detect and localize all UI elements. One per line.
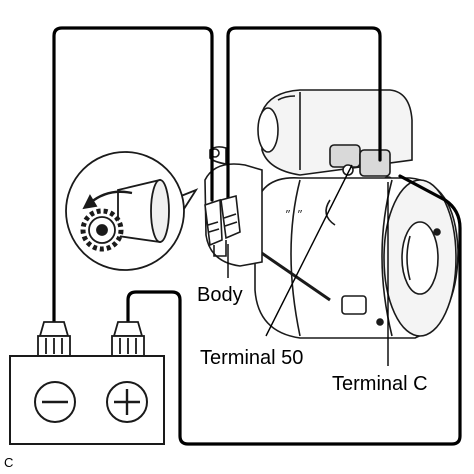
body-label: Body — [197, 284, 243, 306]
svg-text:״: ״ — [297, 210, 303, 221]
pinion-gear-inset — [65, 151, 199, 271]
battery-negative-clamp — [37, 321, 71, 357]
terminal-c-label: Terminal C — [332, 373, 428, 395]
terminal-50-label: Terminal 50 — [200, 347, 303, 369]
leader-lines — [227, 164, 389, 366]
wires — [52, 26, 462, 446]
battery-positive-clamp — [111, 321, 145, 357]
gear — [80, 208, 124, 252]
svg-text:״: ״ — [285, 210, 291, 221]
terminal-50-lead-wire — [226, 26, 382, 200]
battery — [9, 321, 165, 445]
corner-code: C — [4, 455, 13, 470]
body-clip — [204, 194, 241, 257]
terminal-50-leader — [265, 164, 353, 337]
negative-lead-wire — [52, 26, 214, 324]
positive-lead-wire — [126, 174, 462, 446]
starter-motor: ״ ״ — [204, 89, 459, 339]
